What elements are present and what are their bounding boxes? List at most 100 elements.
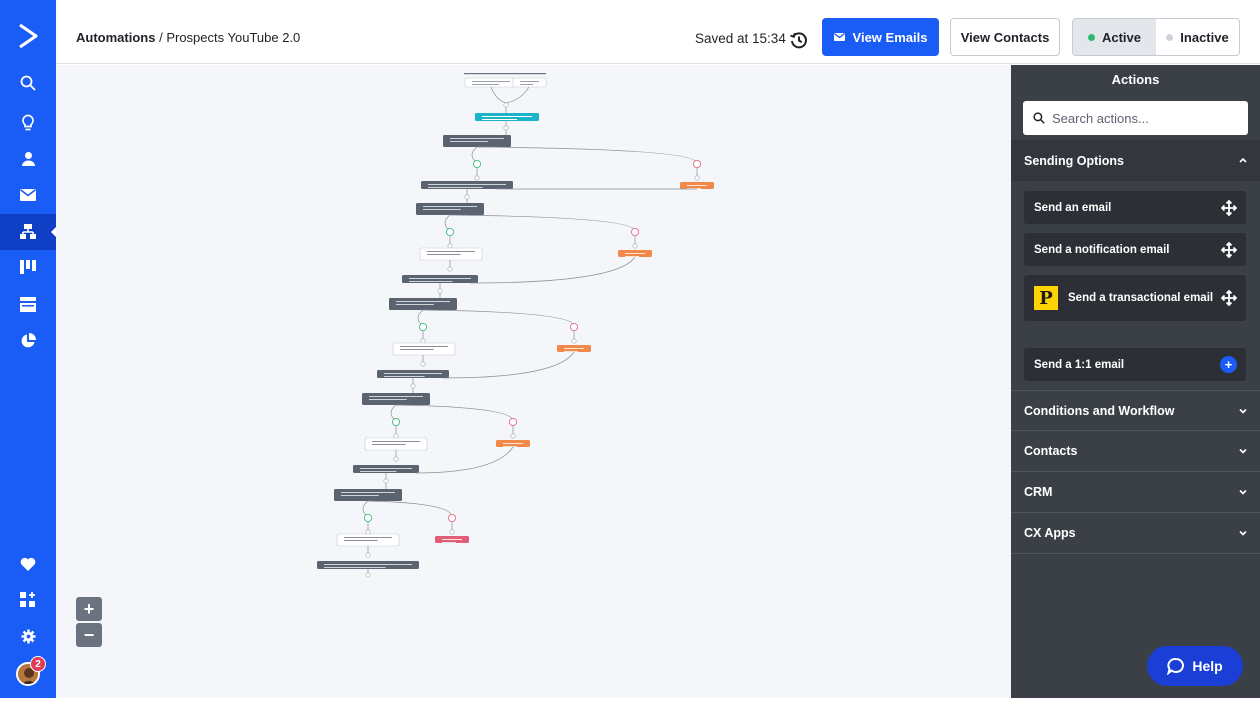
view-emails-label: View Emails (852, 29, 928, 45)
notification-badge: 2 (30, 656, 46, 672)
add-step-dot (449, 529, 455, 535)
yes-branch-icon (391, 417, 400, 426)
history-icon[interactable] (789, 30, 809, 50)
chat-bubble-icon (1167, 657, 1185, 675)
node-text-line (450, 141, 488, 142)
node-text-line (384, 376, 425, 377)
action-send-notification-email[interactable]: Send a notification email (1024, 233, 1246, 266)
lightbulb-icon[interactable] (0, 104, 56, 140)
workflow-diagram (317, 73, 714, 578)
view-contacts-button[interactable]: View Contacts (950, 18, 1060, 56)
site-icon[interactable] (0, 286, 56, 322)
action-send-email[interactable]: Send an email (1024, 191, 1246, 224)
node-text-line (427, 251, 475, 252)
add-step-dot (503, 125, 509, 131)
chevron-down-icon (1239, 448, 1247, 454)
help-label: Help (1192, 658, 1223, 674)
node-text-line (482, 116, 532, 117)
deals-icon[interactable] (0, 249, 56, 285)
breadcrumb-automations-link[interactable]: Automations (76, 30, 156, 45)
move-icon[interactable] (1221, 241, 1237, 258)
zoom-in-button[interactable]: + (76, 597, 102, 621)
node-text-line (520, 81, 539, 82)
section-label: Sending Options (1024, 153, 1124, 168)
no-branch-icon (693, 160, 702, 169)
node-text-line (625, 253, 645, 254)
contacts-icon[interactable] (0, 140, 56, 176)
add-icon[interactable]: + (1220, 356, 1237, 373)
left-nav: 2 (0, 0, 57, 698)
section-contacts[interactable]: Contacts (1011, 431, 1260, 472)
node-text-line (520, 84, 534, 85)
automations-icon[interactable] (0, 214, 57, 250)
add-step-dot (393, 456, 399, 462)
node-text-line (344, 540, 378, 541)
yes-branch-icon (472, 160, 481, 169)
search-actions-input[interactable] (1052, 110, 1232, 126)
view-emails-button[interactable]: View Emails (822, 18, 939, 56)
breadcrumb: Automations / Prospects YouTube 2.0 (76, 30, 300, 45)
section-crm[interactable]: CRM (1011, 472, 1260, 513)
node-text-line (423, 206, 477, 207)
connector-line (422, 309, 575, 327)
connector-line (367, 500, 453, 518)
chevron-up-icon (1239, 157, 1247, 163)
apps-icon[interactable] (0, 582, 56, 618)
user-avatar[interactable]: 2 (16, 656, 46, 686)
add-step-dot (503, 102, 509, 108)
add-step-dot (420, 361, 426, 367)
add-step-dot (383, 478, 389, 484)
add-step-dot (510, 433, 516, 439)
add-step-dot (437, 288, 443, 294)
status-toggle: Active Inactive (1072, 18, 1240, 56)
workflow-canvas[interactable]: + − (56, 65, 1011, 698)
add-step-dot (410, 383, 416, 389)
section-conditions-workflow[interactable]: Conditions and Workflow (1011, 390, 1260, 431)
action-send-transactional-email[interactable]: P Send a transactional email (1024, 275, 1246, 321)
no-branch-icon (508, 417, 517, 426)
node-text-line (372, 441, 420, 442)
node-text-line (324, 567, 386, 568)
saved-status: Saved at 15:34 (695, 31, 786, 46)
settings-icon[interactable] (0, 618, 56, 654)
connector-line (505, 86, 530, 104)
add-step-dot (464, 194, 470, 200)
section-sending-options[interactable]: Sending Options (1011, 140, 1260, 181)
node-text-line (423, 209, 461, 210)
add-step-dot (474, 175, 480, 181)
yes-branch-icon (418, 322, 427, 331)
zoom-out-button[interactable]: − (76, 623, 102, 647)
trigger-node (464, 77, 518, 88)
actions-panel: Actions Sending Options Send an email Se… (1011, 65, 1260, 698)
add-step-dot (694, 175, 700, 181)
active-option[interactable]: Active (1073, 19, 1156, 55)
add-step-dot (420, 338, 426, 344)
add-step-dot (365, 572, 371, 578)
connector-line (442, 351, 575, 379)
email-icon[interactable] (0, 177, 56, 213)
section-label: CRM (1024, 485, 1053, 499)
node-text-line (428, 184, 506, 185)
inactive-option[interactable]: Inactive (1156, 19, 1239, 55)
section-cx-apps[interactable]: CX Apps (1011, 513, 1260, 554)
section-label: Conditions and Workflow (1024, 403, 1175, 418)
postmark-logo-icon: P (1034, 286, 1058, 310)
inactive-dot-icon (1166, 33, 1174, 41)
node-text-line (503, 446, 517, 447)
node-text-line (687, 188, 701, 189)
help-button[interactable]: Help (1147, 646, 1243, 686)
node-text-line (372, 444, 406, 445)
move-icon[interactable] (1221, 290, 1237, 306)
node-text-line (442, 542, 456, 543)
reports-icon[interactable] (0, 323, 56, 359)
brand-logo-icon[interactable] (0, 0, 56, 72)
search-icon[interactable] (0, 65, 56, 101)
search-actions (1023, 101, 1248, 135)
move-icon[interactable] (1221, 199, 1237, 216)
node-text-line (341, 495, 379, 496)
node-text-line (482, 119, 517, 120)
heart-icon[interactable] (0, 546, 56, 582)
no-branch-icon (447, 513, 456, 522)
action-send-1to1-email[interactable]: Send a 1:1 email + (1024, 348, 1246, 381)
chevron-down-icon (1239, 408, 1247, 414)
